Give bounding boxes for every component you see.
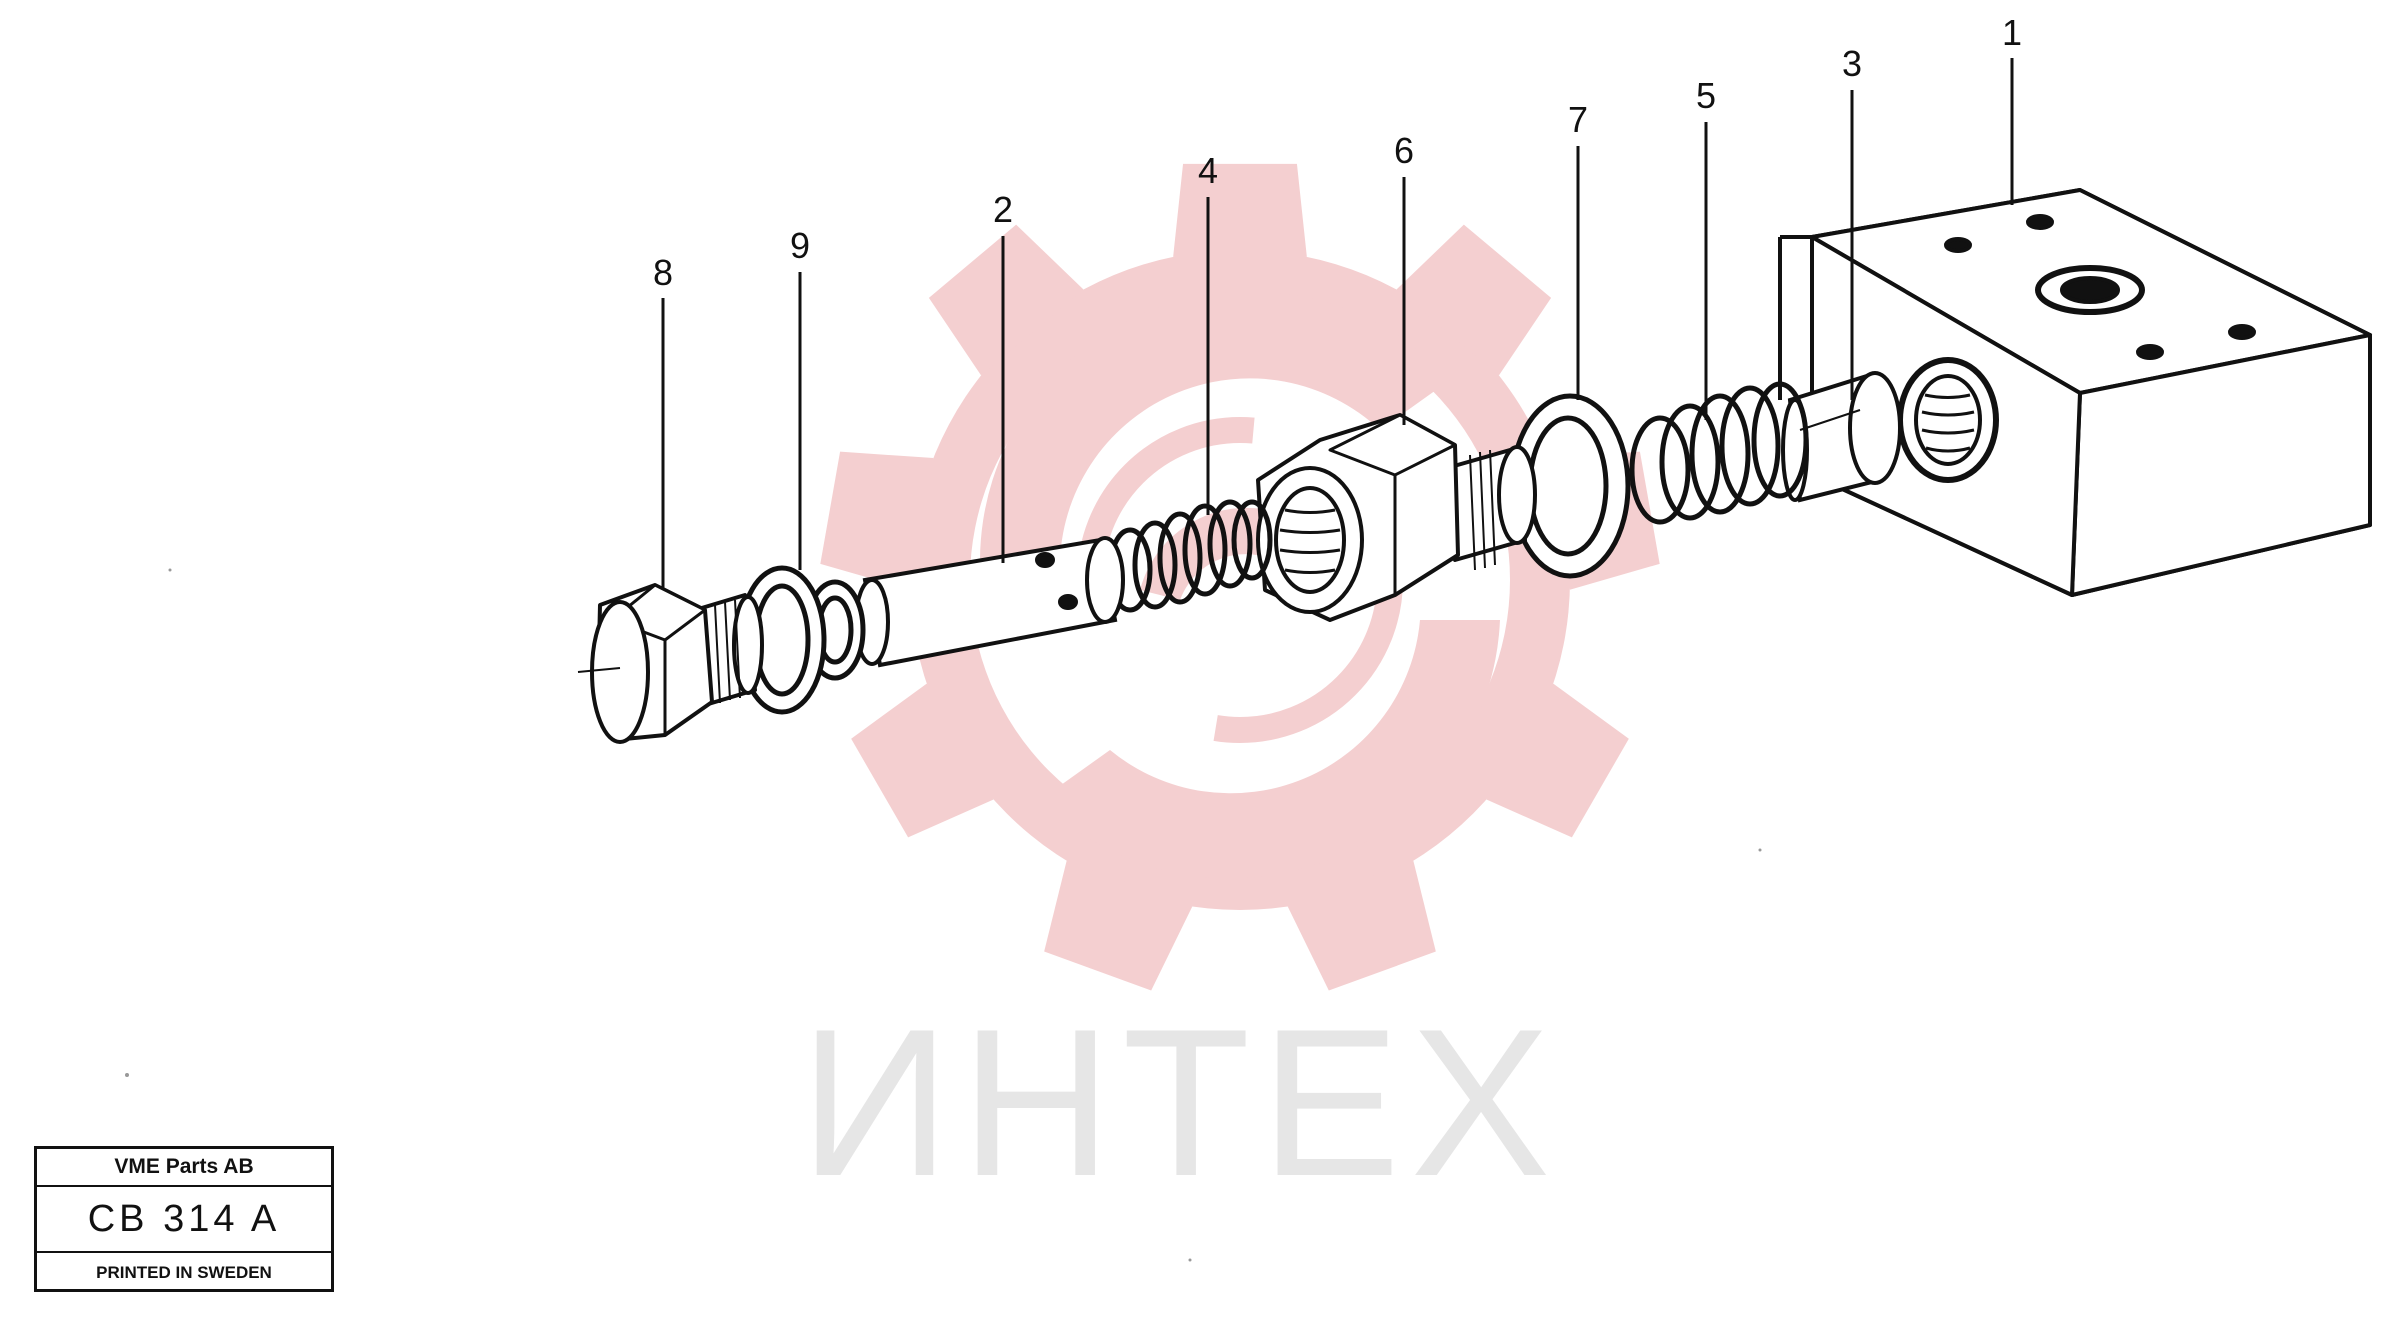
callout-label-4: 4 (1198, 150, 1218, 191)
hex-body (1256, 413, 1537, 622)
watermark-text: ИНТЕХ (799, 985, 1560, 1220)
valve-seat (1781, 371, 1902, 503)
title-block-code: CB 314 A (37, 1187, 331, 1253)
spring-small (1107, 499, 1273, 613)
title-block: VME Parts AB CB 314 A PRINTED IN SWEDEN (34, 1146, 334, 1292)
callout-label-3: 3 (1842, 43, 1862, 84)
callout-label-6: 6 (1394, 130, 1414, 171)
title-block-printed: PRINTED IN SWEDEN (96, 1263, 272, 1282)
callout-label-7: 7 (1568, 99, 1588, 140)
callout-label-5: 5 (1696, 75, 1716, 116)
washer-large (1509, 393, 1631, 579)
spool (854, 536, 1125, 668)
washer-small (737, 565, 866, 715)
callout-group: 1 2 3 4 5 6 7 8 9 (653, 12, 2022, 588)
callout-label-9: 9 (790, 225, 810, 266)
callout-label-8: 8 (653, 252, 673, 293)
callout-label-1: 1 (2002, 12, 2022, 53)
spring-large (1629, 381, 1809, 525)
plug (577, 583, 764, 744)
paper-specks (125, 568, 1762, 1262)
callout-label-2: 2 (993, 189, 1013, 230)
title-block-company: VME Parts AB (37, 1149, 331, 1187)
